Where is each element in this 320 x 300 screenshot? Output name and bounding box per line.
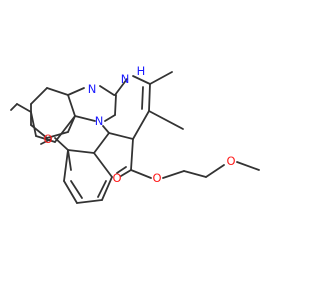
ester-oxygen-label: O <box>152 171 161 185</box>
carbonyl-oxygen-label: O <box>112 171 121 185</box>
nh-hydrogen-label: H <box>137 64 146 78</box>
methoxyphenyl-ring <box>40 132 113 204</box>
structure-drawing: N N H N O O O O <box>10 64 260 204</box>
molecule-canvas: N N H N O O O O <box>10 64 260 204</box>
benzo-ring <box>10 87 76 143</box>
dihydropyrimidine-ring <box>102 71 173 140</box>
methoxy-oxygen-label: O <box>43 132 52 146</box>
imidazole-ring <box>67 85 117 122</box>
ester-group <box>116 110 260 179</box>
ether-oxygen-label: O <box>226 154 235 168</box>
bridge-nitrogen-label: N <box>95 114 104 128</box>
imidazole-nitrogen-label: N <box>88 82 97 96</box>
nh-nitrogen-label: N <box>121 72 130 86</box>
